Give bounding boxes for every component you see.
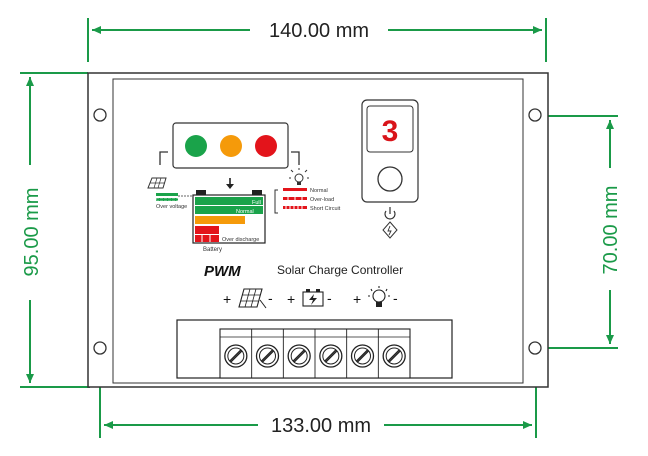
mode-button[interactable] <box>377 166 403 192</box>
down-arrow-icon <box>226 178 234 189</box>
solar-minus: - <box>268 290 273 306</box>
led-indicator-panel <box>159 122 300 169</box>
terminal-screw-6 <box>382 344 406 368</box>
terminal-solar-symbol: + - <box>223 288 273 309</box>
mounting-hole-top-left <box>93 108 107 122</box>
load-overload-label: Over-load <box>310 197 334 203</box>
battery-low-bar-2 <box>195 235 219 242</box>
battery-full-bar <box>195 197 263 205</box>
product-title: Solar Charge Controller <box>277 263 403 277</box>
terminal-block <box>176 319 453 379</box>
mounting-hole-bottom-right <box>528 341 542 355</box>
mounting-hole-top-right <box>528 108 542 122</box>
over-voltage-label: Over voltage <box>156 204 187 210</box>
battery-label: Battery <box>203 247 222 253</box>
display-module: 3 <box>361 99 419 203</box>
load-plus: + <box>353 291 361 307</box>
battery-low-bar-1 <box>195 226 219 234</box>
dimension-top-width-label: 140.00 mm <box>269 20 369 42</box>
terminal-screw-4 <box>319 344 343 368</box>
solar-panel-icon <box>238 288 267 309</box>
dimension-bottom-width: 133.00 mm <box>99 350 537 438</box>
lamp-icon <box>368 286 390 307</box>
dimension-left-height-label: 95.00 mm <box>21 188 43 277</box>
pwm-label: PWM <box>204 263 241 280</box>
terminal-screw-2 <box>255 344 280 368</box>
terminal-screw-5 <box>350 344 375 368</box>
mounting-hole-bottom-left <box>93 341 107 355</box>
display-digit: 3 <box>382 115 399 148</box>
digit-display <box>366 105 414 153</box>
dimension-right-height-label: 70.00 mm <box>600 186 622 275</box>
battery-normal-label: Normal <box>236 209 254 215</box>
battery-icon <box>302 289 324 307</box>
terminal-screw-1 <box>224 344 248 368</box>
load-minus: - <box>393 290 398 306</box>
battery-normal-bar <box>195 206 263 214</box>
power-icon <box>384 207 396 220</box>
over-discharge-label: Over discharge <box>222 237 259 243</box>
lamp-icon-small <box>289 168 309 185</box>
dimension-right-height: 70.00 mm <box>538 115 622 349</box>
dimension-top-width: 140.00 mm <box>87 18 547 62</box>
terminal-battery-symbol: + - <box>287 289 332 307</box>
load-status-legend: Normal Over-load Short Circuit <box>274 188 341 214</box>
warning-diamond-icon <box>382 221 398 239</box>
solar-panel-icon-small <box>147 177 167 189</box>
led-green <box>185 135 207 157</box>
solar-plus: + <box>223 291 231 307</box>
battery-minus: - <box>327 290 332 306</box>
battery-full-label: Full <box>252 200 261 206</box>
battery-plus: + <box>287 291 295 307</box>
led-red <box>255 135 277 157</box>
load-short-circuit-label: Short Circuit <box>310 206 341 212</box>
load-normal-label: Normal <box>310 188 328 194</box>
terminal-load-symbol: + - <box>353 286 398 307</box>
battery-mid-bar <box>195 216 245 224</box>
over-voltage-indicator: Over voltage <box>155 193 192 210</box>
battery-gauge: Full Normal Over discharge Battery <box>192 190 266 253</box>
terminal-screws <box>224 329 406 378</box>
dimension-bottom-width-label: 133.00 mm <box>271 415 371 437</box>
led-orange <box>220 135 242 157</box>
dimension-left-height: 95.00 mm <box>20 72 90 388</box>
terminal-screw-3 <box>287 344 311 368</box>
